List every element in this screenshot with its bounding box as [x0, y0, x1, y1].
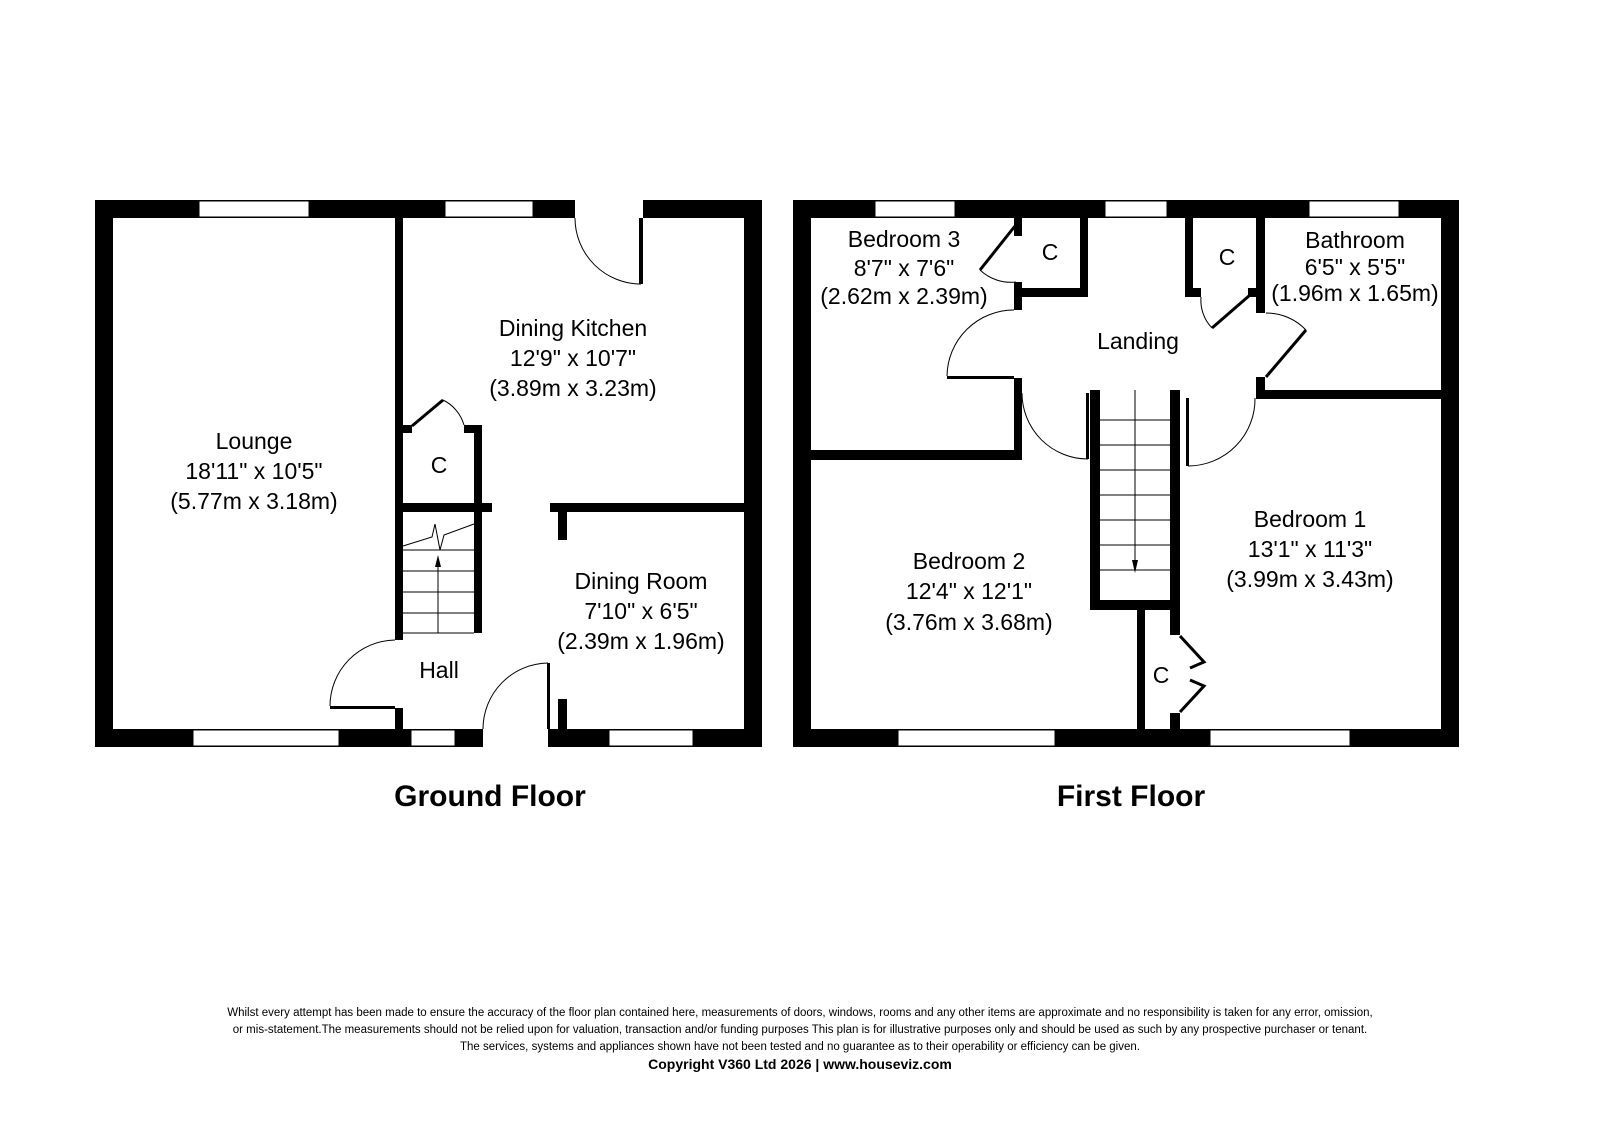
room-metric: (2.39m x 1.96m) [557, 628, 724, 654]
room-metric: (3.76m x 3.68m) [885, 609, 1052, 635]
disclaimer-line: Whilst every attempt has been made to en… [227, 1007, 1373, 1019]
room-name: Lounge [216, 428, 293, 454]
room-metric: (2.62m x 2.39m) [820, 283, 987, 309]
room-metric: (1.96m x 1.65m) [1271, 280, 1438, 306]
cupboard-label: C [1153, 662, 1170, 688]
window [608, 729, 694, 747]
floor-title-first: First Floor [1057, 780, 1206, 813]
room-name: Dining Kitchen [499, 315, 647, 341]
room-imperial: 7'10" x 6'5" [584, 598, 697, 624]
room-imperial: 13'1" x 11'3" [1248, 536, 1372, 562]
room-imperial: 12'4" x 12'1" [906, 578, 1032, 604]
floor-title-ground: Ground Floor [394, 780, 586, 813]
room-name: Bedroom 2 [913, 548, 1026, 574]
first-floor-plan: Bedroom 3 8'7" x 7'6" (2.62m x 2.39m) Ba… [793, 200, 1459, 747]
window [198, 200, 310, 218]
window [192, 729, 340, 747]
room-name: Hall [419, 657, 459, 683]
window [410, 729, 456, 747]
room-name: Dining Room [575, 568, 708, 594]
copyright: Copyright V360 Ltd 2026 | www.houseviz.c… [648, 1056, 952, 1072]
window [1104, 200, 1168, 218]
room-name: Bedroom 1 [1254, 506, 1367, 532]
room-imperial: 18'11" x 10'5" [185, 458, 322, 484]
cupboard-label: C [431, 452, 448, 478]
room-name: Bathroom [1305, 227, 1405, 253]
disclaimer-line: or mis-statement.The measurements should… [232, 1024, 1368, 1036]
room-name: Bedroom 3 [848, 226, 961, 252]
disclaimer: Whilst every attempt has been made to en… [0, 1005, 1600, 1073]
room-imperial: 12'9" x 10'7" [510, 345, 636, 371]
staircase [402, 523, 475, 634]
room-metric: (3.89m x 3.23m) [489, 375, 656, 401]
disclaimer-line: The services, systems and appliances sho… [460, 1041, 1140, 1053]
cupboard-label: C [1042, 239, 1059, 265]
window [897, 729, 1056, 747]
window [874, 200, 956, 218]
staircase [1100, 390, 1170, 573]
room-name: Landing [1097, 328, 1179, 354]
room-metric: (3.99m x 3.43m) [1226, 566, 1393, 592]
window [1308, 200, 1400, 218]
room-metric: (5.77m x 3.18m) [170, 488, 337, 514]
ground-floor-plan: Lounge 18'11" x 10'5" (5.77m x 3.18m) Di… [95, 200, 762, 747]
window [1209, 729, 1351, 747]
window [444, 200, 534, 218]
room-imperial: 6'5" x 5'5" [1305, 254, 1406, 280]
cupboard-label: C [1219, 244, 1236, 270]
room-imperial: 8'7" x 7'6" [854, 255, 955, 281]
